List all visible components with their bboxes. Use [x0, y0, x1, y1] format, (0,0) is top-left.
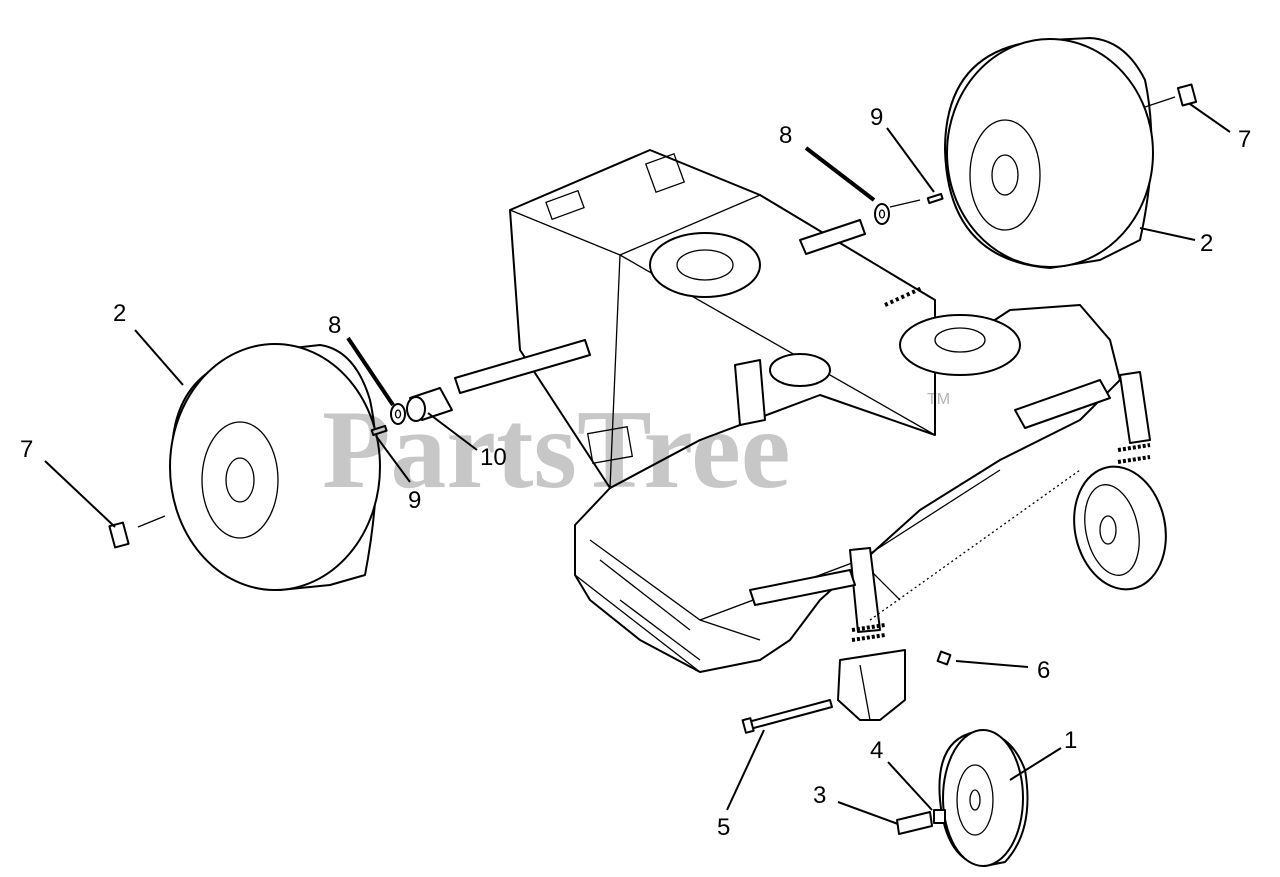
leader-7-left — [44, 460, 116, 528]
callout-8-right: 8 — [779, 122, 792, 149]
leader-2-left — [134, 329, 184, 386]
leader-4 — [887, 761, 933, 811]
callout-8-left: 8 — [328, 312, 341, 339]
caster-spacer — [933, 809, 946, 824]
key-left — [370, 424, 388, 437]
leader-2-right — [1139, 227, 1196, 241]
washer-left — [390, 403, 406, 425]
callout-1: 1 — [1064, 727, 1077, 754]
hairpin-clip-right — [1176, 83, 1198, 107]
leader-lines — [44, 103, 1231, 825]
watermark: PartsTree TM — [322, 388, 950, 512]
caster-bolt — [747, 699, 833, 730]
leader-5 — [726, 729, 765, 811]
leader-8-right — [804, 146, 876, 202]
washer-right — [874, 203, 890, 225]
watermark-trademark: TM — [927, 391, 950, 408]
leader-6 — [955, 660, 1029, 668]
leader-10 — [427, 412, 478, 451]
leader-3 — [837, 801, 899, 825]
callout-10: 10 — [480, 444, 507, 471]
callout-4: 4 — [870, 737, 883, 764]
callout-2-left: 2 — [113, 300, 126, 327]
callout-3: 3 — [813, 782, 826, 809]
right-rear-wheel — [944, 37, 1154, 269]
left-rear-wheel — [169, 343, 381, 591]
callout-9-left: 9 — [408, 487, 421, 514]
leader-8-left — [346, 336, 395, 407]
leader-7-right — [1189, 103, 1231, 133]
front-caster-wheel — [938, 729, 1029, 867]
leader-1 — [1009, 747, 1062, 781]
leader-9-left — [375, 435, 411, 483]
callout-5: 5 — [717, 814, 730, 841]
hairpin-clip-left — [108, 521, 130, 549]
locknut — [936, 650, 952, 666]
caster-axle — [896, 811, 933, 835]
key-right — [926, 192, 944, 205]
callout-labels: 1 2 2 3 4 5 6 7 7 8 8 9 9 10 — [20, 104, 1251, 841]
watermark-text: PartsTree — [322, 388, 791, 512]
hardware — [108, 83, 1198, 835]
callout-2-right: 2 — [1200, 230, 1213, 257]
callout-7-left: 7 — [20, 436, 33, 463]
callout-7-right: 7 — [1238, 126, 1251, 153]
callout-6: 6 — [1037, 657, 1050, 684]
mower-deck-assembly — [406, 149, 1167, 721]
callout-9-right: 9 — [870, 104, 883, 131]
leader-9-right — [886, 127, 935, 193]
